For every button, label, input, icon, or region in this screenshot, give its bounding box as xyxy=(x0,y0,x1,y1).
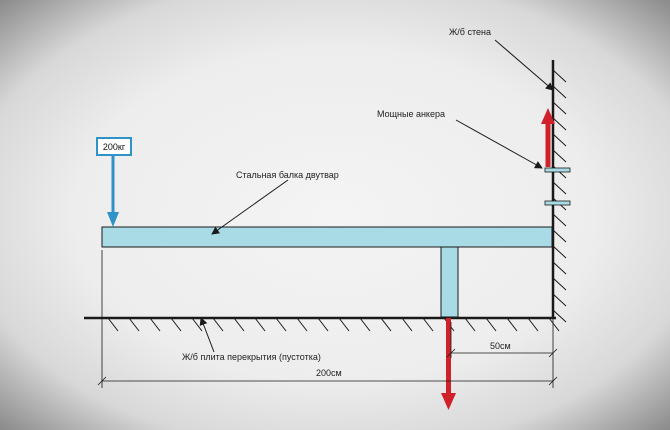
anchors-leader xyxy=(455,119,543,169)
load-box xyxy=(96,137,132,156)
beam-label: Стальная балка двутвар xyxy=(236,170,339,180)
support-post xyxy=(440,246,459,318)
concrete-wall xyxy=(551,60,567,323)
steel-beam xyxy=(101,226,553,248)
wall-label: Ж/б стена xyxy=(449,27,491,37)
load-arrow xyxy=(107,156,119,227)
load-label: 200кг xyxy=(103,142,126,152)
floor-slab xyxy=(84,316,560,332)
dim-long-label: 200см xyxy=(316,368,342,378)
beam-leader xyxy=(211,179,289,235)
down-force-arrow xyxy=(441,318,456,410)
up-force-arrow xyxy=(541,108,555,167)
slab-leader xyxy=(199,317,215,353)
slab-label: Ж/б плита перекрытия (пустотка) xyxy=(182,352,321,362)
wall-anchors xyxy=(544,167,571,206)
wall-leader xyxy=(494,39,554,91)
anchors-label: Мощные анкера xyxy=(377,109,445,119)
dim-short-label: 50см xyxy=(490,341,511,351)
